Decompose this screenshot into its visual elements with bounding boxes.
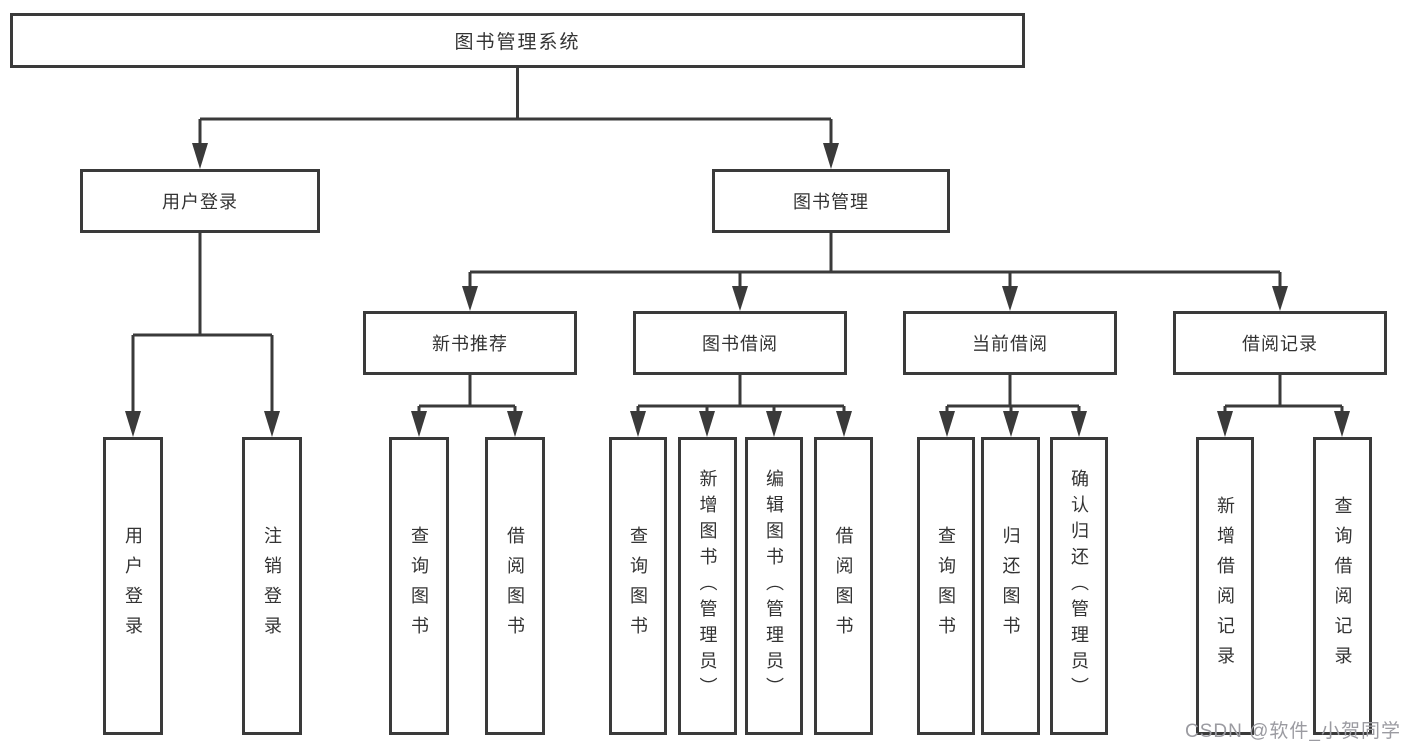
node-new-book-recommend: 新书推荐 [363,311,577,375]
csdn-watermark: CSDN @软件_小贺同学 [1185,721,1401,742]
leaf-label: 借阅图书 [833,526,854,646]
leaf-label: 查询借阅记录 [1332,496,1353,676]
leaf-add-borrow-record: 新增借阅记录 [1196,437,1254,735]
leaf-label: 用户登录 [123,526,143,646]
leaf-logout: 注销登录 [242,437,302,735]
leaf-query-books-recommend: 查询图书 [389,437,449,735]
node-label: 借阅记录 [1242,334,1318,354]
node-label: 图书管理 [793,192,869,212]
leaf-edit-books-admin: 编辑图书（管理员） [745,437,803,735]
leaf-label: 新增借阅记录 [1215,496,1235,676]
leaf-label: 查询图书 [936,526,956,646]
node-book-borrow: 图书借阅 [633,311,847,375]
leaf-label: 新增图书（管理员） [697,469,718,703]
leaf-query-books-borrow: 查询图书 [609,437,667,735]
node-label: 新书推荐 [432,334,508,354]
node-label: 图书借阅 [702,334,778,354]
leaf-label: 查询图书 [409,526,429,646]
leaf-label: 归还图书 [1000,526,1021,646]
node-label: 当前借阅 [972,334,1048,354]
leaf-user-login: 用户登录 [103,437,163,735]
leaf-borrow-books: 借阅图书 [814,437,873,735]
node-borrow-records: 借阅记录 [1173,311,1387,375]
node-label: 图书管理系统 [454,32,581,53]
leaf-label: 编辑图书（管理员） [764,469,784,703]
leaf-return-books: 归还图书 [981,437,1040,735]
leaf-borrow-books-recommend: 借阅图书 [485,437,545,735]
node-library-management-system: 图书管理系统 [10,13,1025,68]
node-book-management: 图书管理 [712,169,950,233]
node-current-borrow: 当前借阅 [903,311,1117,375]
leaf-label: 借阅图书 [505,526,525,646]
leaf-add-books-admin: 新增图书（管理员） [678,437,737,735]
leaf-label: 确认归还（管理员） [1069,469,1089,703]
leaf-query-borrow-record: 查询借阅记录 [1313,437,1372,735]
node-user-login: 用户登录 [80,169,320,233]
node-label: 用户登录 [162,192,238,212]
leaf-query-books-current: 查询图书 [917,437,975,735]
leaf-confirm-return-admin: 确认归还（管理员） [1050,437,1108,735]
leaf-label: 查询图书 [628,526,648,646]
leaf-label: 注销登录 [262,526,282,646]
